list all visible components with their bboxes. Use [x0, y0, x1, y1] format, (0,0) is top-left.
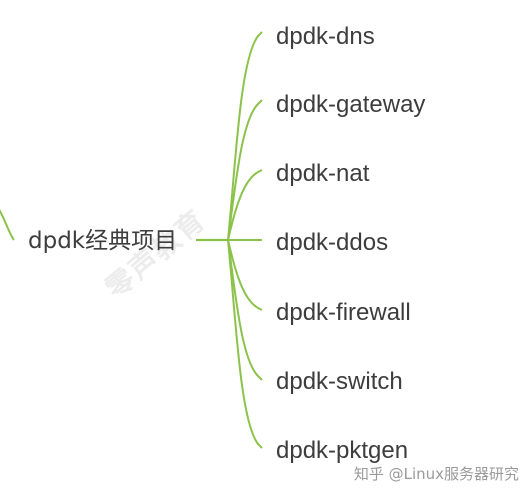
branch-line-dpdk-firewall	[227, 239, 263, 311]
branch-line-dpdk-dns	[227, 31, 263, 241]
root-node: dpdk经典项目	[28, 228, 178, 254]
child-node-dpdk-firewall: dpdk-firewall	[276, 299, 411, 326]
child-node-dpdk-pktgen: dpdk-pktgen	[276, 437, 409, 464]
branch-line-dpdk-gateway	[227, 99, 263, 241]
child-node-dpdk-ddos: dpdk-ddos	[276, 229, 389, 256]
branch-line-dpdk-nat	[227, 169, 263, 241]
child-node-dpdk-gateway: dpdk-gateway	[276, 91, 426, 118]
child-node-dpdk-switch: dpdk-switch	[276, 368, 403, 395]
source-credit: 知乎 @Linux服务器研究	[353, 465, 519, 483]
child-node-dpdk-dns: dpdk-dns	[276, 23, 375, 50]
branch-line-dpdk-pktgen	[227, 239, 263, 449]
incoming-branch-line	[0, 209, 15, 241]
child-node-dpdk-nat: dpdk-nat	[276, 160, 370, 187]
